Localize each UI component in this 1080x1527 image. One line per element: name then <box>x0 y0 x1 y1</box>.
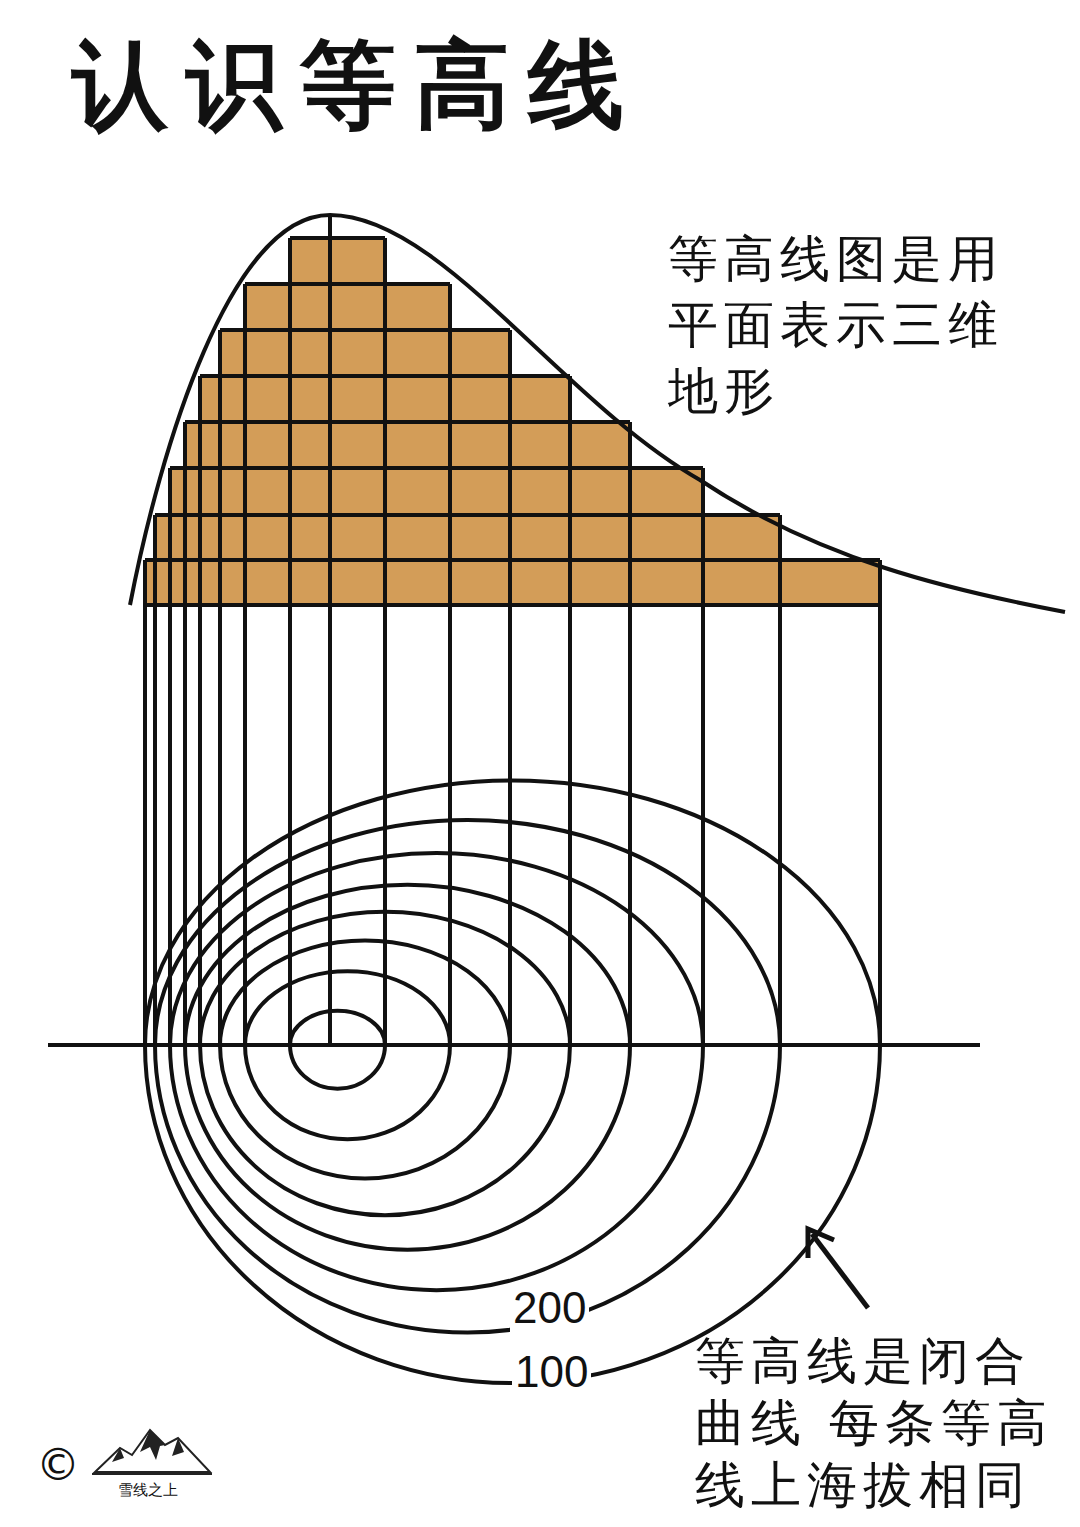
projection-line <box>328 217 332 1045</box>
contour-line <box>200 912 570 1215</box>
projection-line <box>878 560 882 1045</box>
projection-line <box>288 238 292 1045</box>
grid-line <box>290 236 385 240</box>
logo-mountain <box>92 1430 212 1474</box>
terrain-blocks <box>145 238 880 605</box>
mountain-profile <box>130 215 1065 612</box>
base-line <box>48 1043 980 1047</box>
projection-line <box>168 468 172 1045</box>
projection-line <box>243 284 247 1045</box>
contour-line <box>145 780 880 1383</box>
projection-line <box>153 515 157 1045</box>
grid-line <box>145 603 880 607</box>
title: 认识等高线 <box>72 30 642 140</box>
contour-line <box>170 853 703 1290</box>
elevation-label: 200 <box>510 1284 589 1332</box>
projection-line <box>628 422 632 1045</box>
contour-line <box>185 885 630 1250</box>
grid-line <box>145 558 880 562</box>
projection-line <box>778 515 782 1045</box>
projection-line <box>568 376 572 1045</box>
note-text: 等高线图是用 平面表示三维 地形 <box>668 226 1040 424</box>
elevation-label: 100 <box>512 1348 591 1396</box>
contour-line <box>220 941 510 1179</box>
grid-line <box>170 466 703 470</box>
grid-line <box>245 282 450 286</box>
projection-line <box>198 376 202 1045</box>
contour-line <box>155 820 780 1333</box>
contour-line <box>245 971 450 1139</box>
grid-line <box>185 420 630 424</box>
watermark: 雪线之上 <box>118 1480 178 1500</box>
grid-line <box>220 328 510 332</box>
note-text: 等高线是闭合 曲线 每条等高 线上海拔相同 <box>695 1330 1067 1516</box>
contour-lines <box>145 780 880 1383</box>
projection-line <box>143 560 147 1045</box>
contour-line <box>290 1011 385 1089</box>
projection-line <box>448 284 452 1045</box>
projection-line <box>218 330 222 1045</box>
copyright-mark: © <box>36 1440 80 1490</box>
grid-line <box>155 513 780 517</box>
callout-arrow <box>808 1229 868 1308</box>
projection-line <box>701 468 705 1045</box>
projection-line <box>508 330 512 1045</box>
projection-line <box>383 238 387 1045</box>
